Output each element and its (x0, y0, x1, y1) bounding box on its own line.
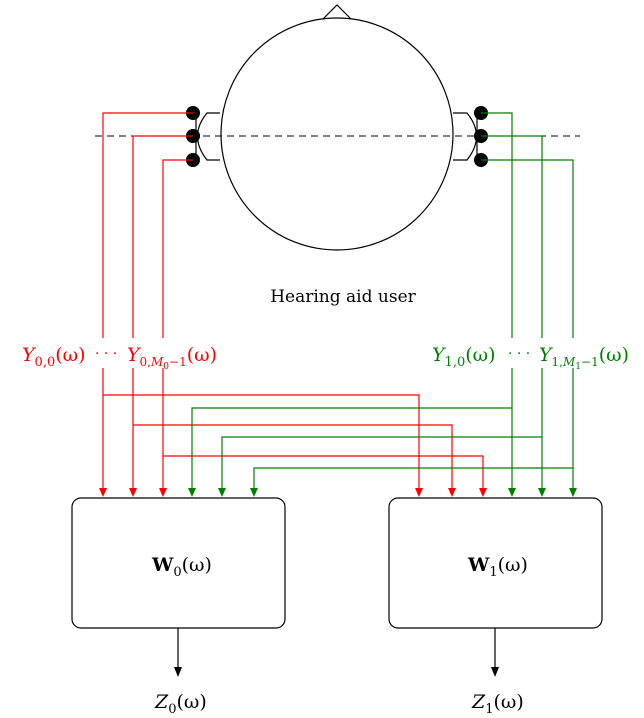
filter-w0-label: W0(ω) (151, 554, 212, 580)
arrowhead-w1-in-5 (538, 488, 546, 497)
right-y10-to-w0-wire (191, 407, 512, 488)
left-signal-label-dots: · · · (95, 346, 117, 362)
arrowhead-w0-in-5 (218, 488, 226, 497)
right-signal-label-last: Y1,M1−1(ω) (539, 344, 629, 372)
arrowhead-z1 (491, 667, 499, 677)
right-y11-to-w0-wire (221, 436, 542, 488)
filter-block-w0: W0(ω) (71, 497, 286, 629)
arrowhead-w0-in-4 (188, 488, 196, 497)
diagram-caption: Hearing aid user (270, 287, 416, 307)
arrowhead-w1-in-3 (479, 488, 487, 497)
right-arrowheads (188, 488, 577, 497)
filter-w1-box (388, 497, 603, 629)
filter-w1-label: W1(ω) (467, 554, 528, 580)
left-signal-label-last: Y0,M0−1(ω) (127, 344, 217, 372)
arrowhead-w0-in-3 (159, 488, 167, 497)
arrowhead-w0-in-1 (99, 488, 107, 497)
arrowhead-w1-in-1 (415, 488, 423, 497)
right-mic-3-wire (481, 159, 574, 338)
output-z1-label: Z1(ω) (471, 691, 524, 717)
right-mic-1-wire (481, 112, 513, 338)
filter-block-w1: W1(ω) (388, 497, 603, 629)
output-wiring (177, 628, 496, 668)
head (220, 4, 454, 251)
arrowhead-w1-in-6 (569, 488, 577, 497)
left-mic-3-wire (162, 159, 193, 338)
arrowhead-w0-in-2 (129, 488, 137, 497)
right-y1m-to-w0-wire (253, 467, 573, 488)
left-mic-1-wire (102, 112, 193, 338)
output-z0-label: Z0(ω) (154, 691, 207, 717)
left-y01-to-w1-wire (133, 424, 453, 488)
left-y00-to-w1-wire (103, 394, 420, 488)
right-signal-label-first: Y1,0(ω) (432, 344, 496, 370)
right-signal-label-dots: · · · (508, 346, 530, 362)
left-signal-wiring (102, 112, 484, 488)
right-signal-wiring (191, 112, 574, 488)
left-arrowheads (99, 488, 487, 497)
arrowhead-z0 (174, 667, 182, 677)
arrowhead-w0-in-6 (250, 488, 258, 497)
arrowhead-w1-in-2 (448, 488, 456, 497)
left-mic-2-wire (132, 135, 193, 338)
left-signal-label-first: Y0,0(ω) (22, 344, 86, 370)
arrowhead-w1-in-4 (508, 488, 516, 497)
head-circle (220, 17, 454, 251)
left-y0m-to-w1-wire (163, 455, 484, 488)
nose-icon (322, 4, 352, 20)
filter-w0-box (71, 497, 286, 629)
right-mic-2-wire (481, 135, 543, 338)
